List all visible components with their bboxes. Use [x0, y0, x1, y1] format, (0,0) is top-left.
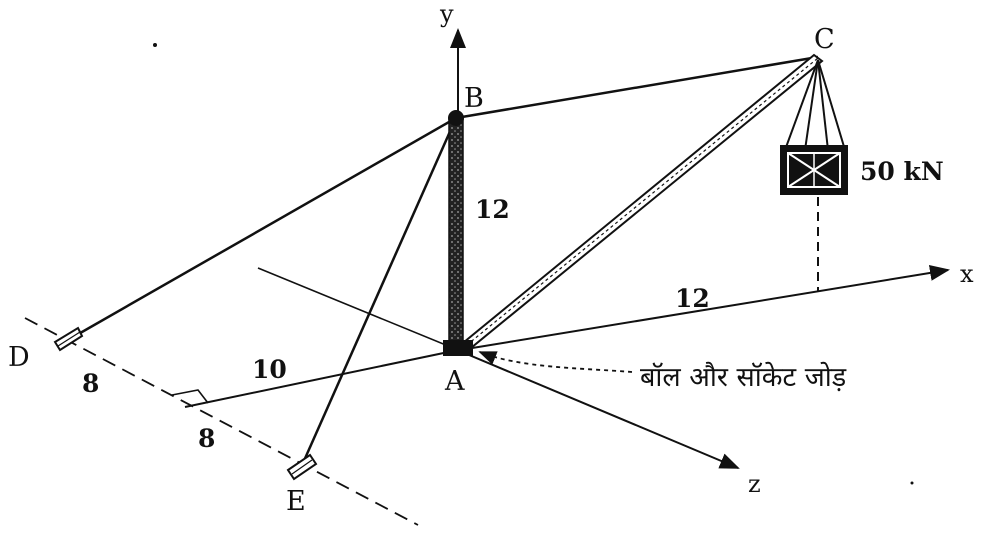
label-y-axis: y: [439, 0, 454, 28]
z-axis: [461, 351, 740, 469]
de-dashed-line: [24, 317, 419, 526]
load-box: [780, 145, 848, 195]
label-c: C: [814, 24, 835, 55]
label-e: E: [286, 486, 306, 517]
boom-ac-inner: [461, 57, 819, 350]
dim-de-lower: 8: [198, 424, 215, 453]
anchor-e: [286, 453, 318, 481]
speck: [910, 481, 914, 485]
dim-mast-height: 12: [475, 195, 510, 224]
load-cable-4: [817, 59, 846, 151]
right-angle-mark: [171, 389, 209, 404]
label-d: D: [8, 342, 30, 373]
cable-bd: [67, 116, 457, 342]
anchor-d: [53, 326, 84, 352]
label-x-axis: x: [960, 260, 974, 288]
dim-boom-x: 12: [675, 284, 710, 313]
label-b: B: [464, 83, 484, 114]
joint-pointer: [478, 351, 633, 373]
dim-offset-z: 10: [252, 355, 287, 384]
mast-ab: [448, 117, 464, 351]
label-a: A: [444, 366, 465, 397]
dim-de-upper: 8: [82, 369, 99, 398]
cable-be: [301, 117, 458, 464]
load-label: 50 kN: [860, 157, 944, 186]
speck: [153, 43, 157, 47]
offset-line: [184, 349, 459, 408]
joint-b: [448, 110, 464, 126]
base-a: [443, 340, 473, 356]
joint-label: बॉल और सॉकेट जोड़: [640, 361, 847, 393]
load-cable-3: [817, 59, 829, 151]
load-cable-1: [784, 59, 819, 151]
label-z-axis: z: [748, 470, 761, 498]
load-cable-2: [804, 59, 819, 151]
x-axis: [459, 265, 950, 351]
cable-bc: [455, 55, 819, 120]
negative-x-axis: [257, 267, 459, 351]
